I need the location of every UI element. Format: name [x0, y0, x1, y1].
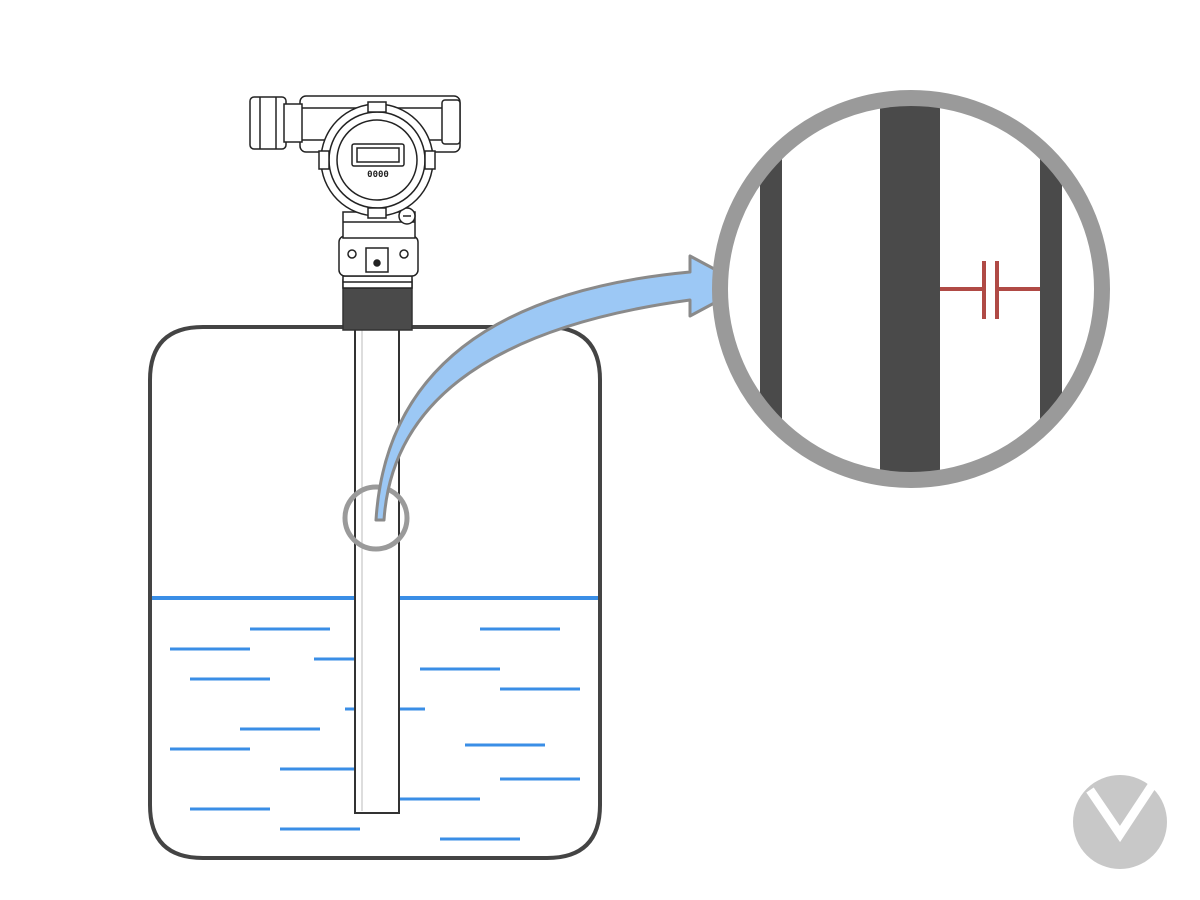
neck-clamp-bolt	[373, 259, 381, 267]
magnifier-small-circle	[342, 484, 410, 552]
neck-screw-left	[347, 249, 357, 259]
lcd-display-inner	[356, 147, 400, 163]
housing-plug-right	[441, 99, 461, 145]
cable-gland-left-neck	[283, 103, 303, 143]
magnified-view	[712, 90, 1110, 488]
cover-lug	[367, 101, 387, 113]
logo-v-mark	[1086, 781, 1157, 843]
transmitter: 0000	[249, 95, 461, 331]
display-reading: 0000	[367, 170, 389, 180]
cable-gland-left	[249, 96, 287, 150]
magnified-probe-center	[880, 98, 940, 480]
v-logo-icon	[1073, 775, 1167, 869]
neck-screw-right	[399, 249, 409, 259]
magnifier-large-ring	[712, 90, 1110, 488]
cover-lug	[367, 207, 387, 219]
cover-lug	[318, 150, 330, 170]
magnified-rod-left	[760, 98, 782, 480]
capacitor-symbol-icon	[940, 261, 1040, 319]
magnified-rod-right	[1040, 98, 1062, 480]
cover-lug	[424, 150, 436, 170]
